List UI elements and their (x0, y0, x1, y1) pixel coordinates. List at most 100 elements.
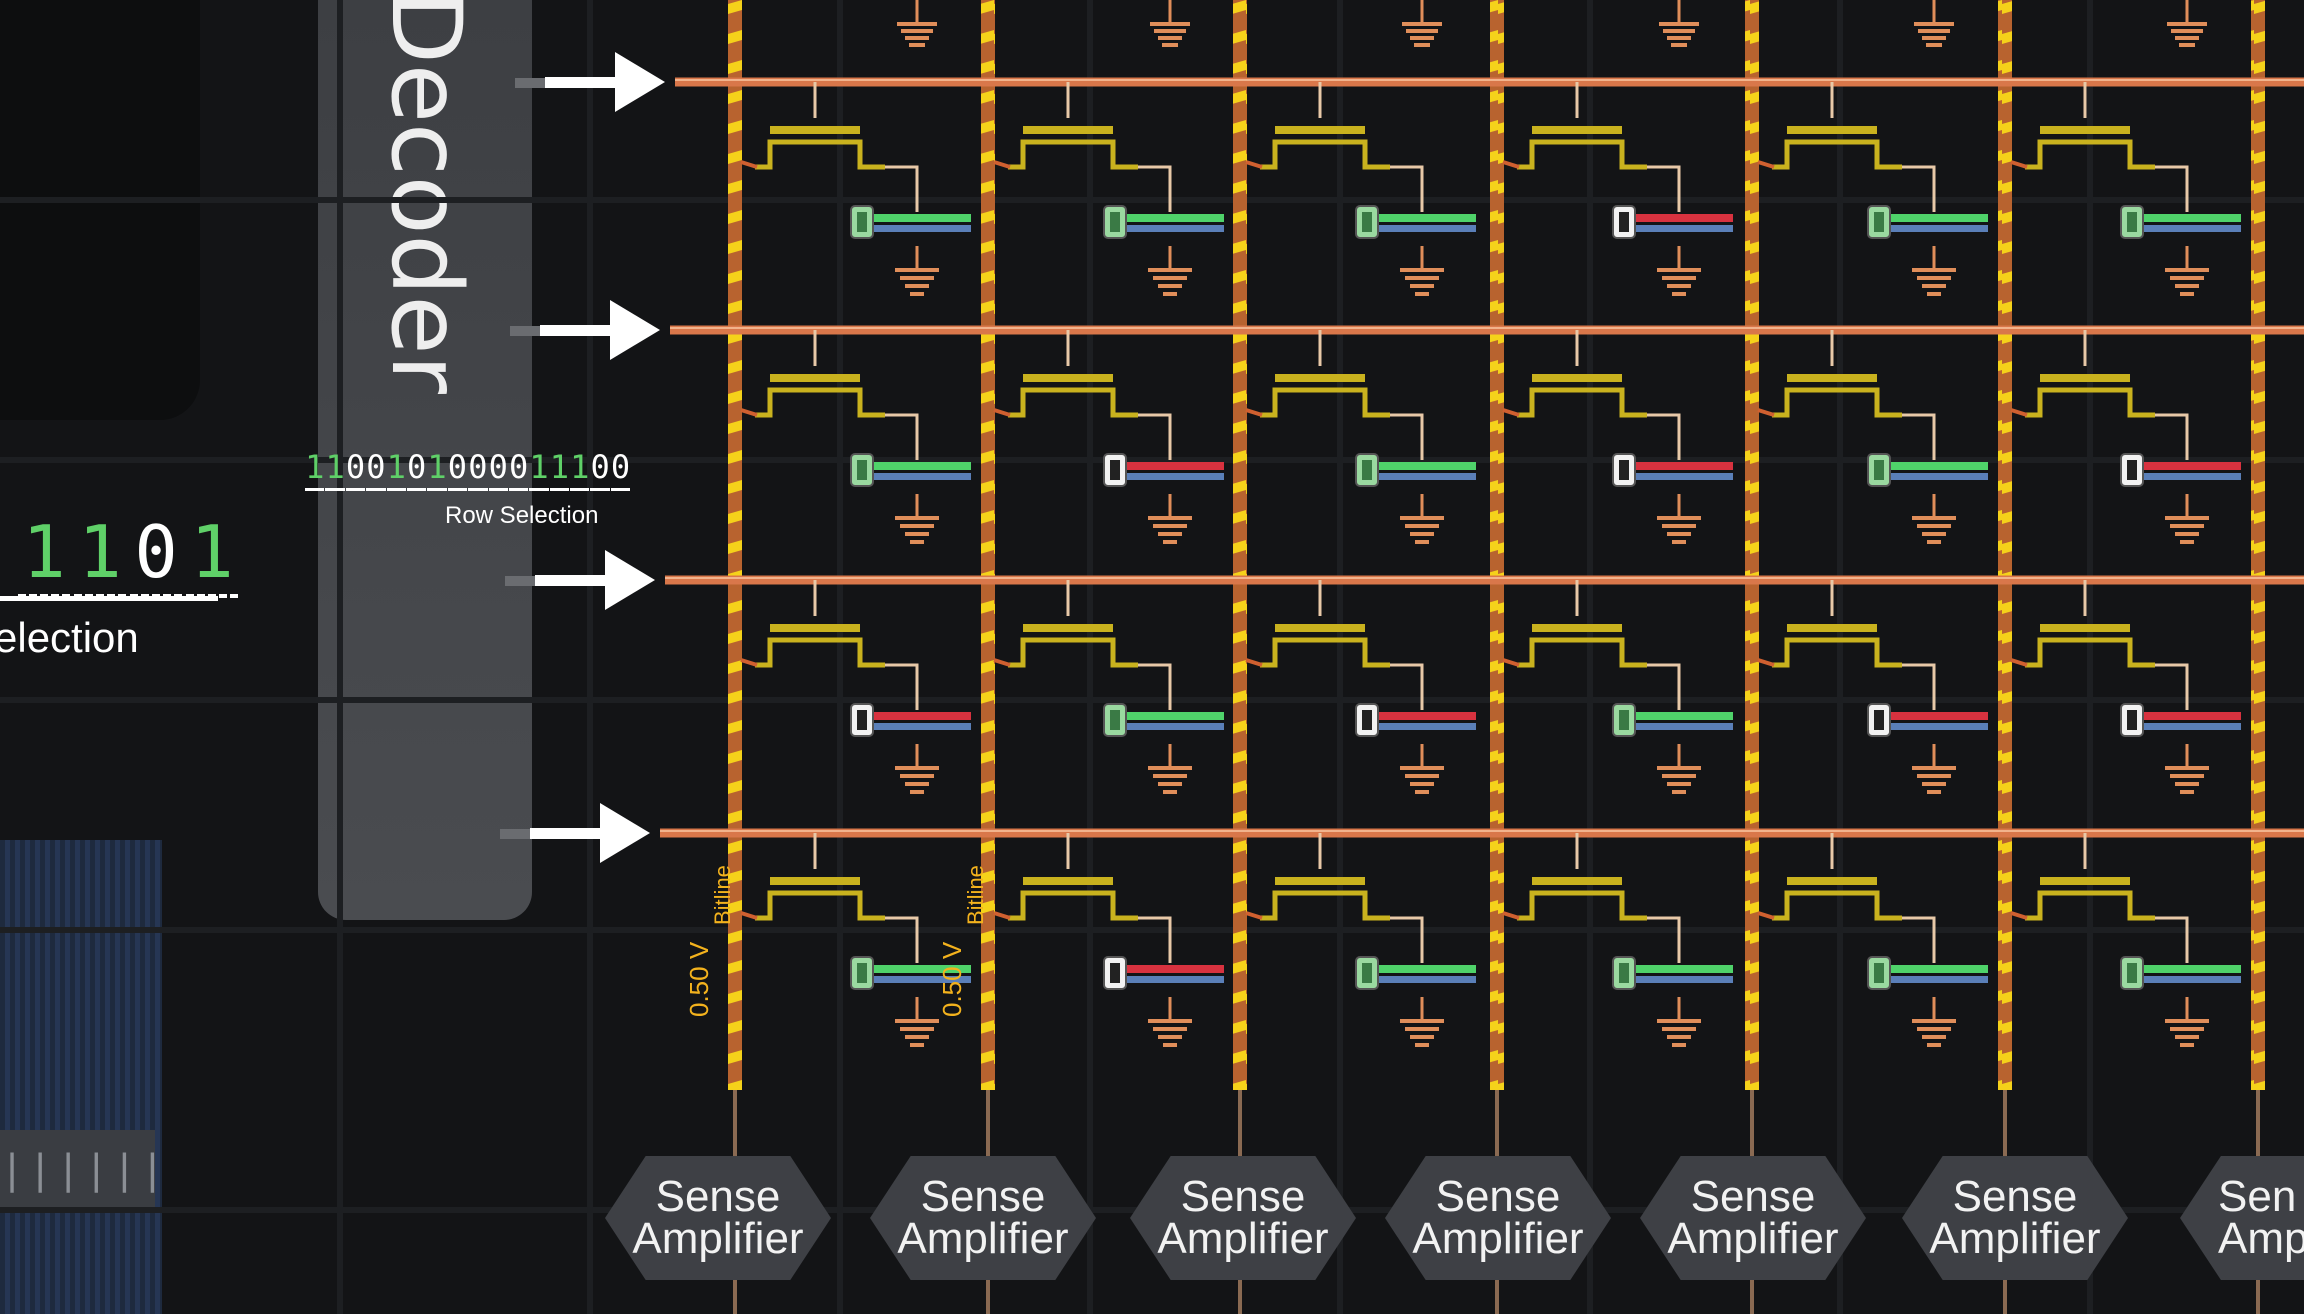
capacitor-bottom-plate (1120, 473, 1224, 480)
capacitor-wire (1138, 663, 1172, 710)
capacitor-bottom-plate (2137, 976, 2241, 983)
transistor-channel (1772, 890, 1902, 921)
capacitor-top-plate (1120, 462, 1224, 470)
bitline (1998, 0, 2012, 1090)
bitline-tap (1757, 911, 1775, 920)
capacitor-wire (1902, 165, 1936, 212)
capacitor-bottom-plate (1372, 723, 1476, 730)
row-bit: 0 (610, 448, 631, 491)
bitline-tap (2010, 408, 2028, 417)
transistor-gate (1532, 374, 1622, 382)
capacitor-top-plate (1120, 712, 1224, 720)
sense-amplifier-line2: Amplifier (632, 1214, 804, 1263)
transistor-channel (2025, 637, 2155, 668)
transistor-gate (770, 877, 860, 885)
bitline-tap (740, 911, 758, 920)
charge-indicator-core (1619, 460, 1629, 480)
bitline-tap (2010, 160, 2028, 169)
capacitor-top-plate (1629, 214, 1733, 222)
transistor-gate (1532, 877, 1622, 885)
capacitor-top-plate (1629, 965, 1733, 973)
transistor-channel (2025, 890, 2155, 921)
transistor-channel (1517, 890, 1647, 921)
capacitor-bottom-plate (1884, 225, 1988, 232)
sense-amplifier-line1: Sense (1180, 1172, 1306, 1221)
arrow-stub (505, 576, 535, 586)
capacitor-bottom-plate (1884, 976, 1988, 983)
left-panel (0, 0, 200, 420)
bitline-tap (2010, 658, 2028, 667)
bitline (728, 0, 742, 1090)
capacitor-wire (885, 165, 919, 212)
capacitor-wire (1390, 165, 1424, 212)
charge-indicator-core (1110, 212, 1120, 232)
capacitor-bottom-plate (1884, 723, 1988, 730)
transistor-channel (755, 139, 885, 170)
capacitor-bottom-plate (1120, 225, 1224, 232)
transistor-gate (1275, 624, 1365, 632)
sense-amplifier-line2: Amplifier (1157, 1214, 1329, 1263)
transistor-channel (1772, 637, 1902, 668)
transistor-channel (1008, 637, 1138, 668)
bitline-tap (1757, 160, 1775, 169)
capacitor-top-plate (867, 965, 971, 973)
wordline-arrow-icon (615, 52, 665, 112)
charge-indicator-core (1619, 710, 1629, 730)
column-bit: 0 (130, 510, 182, 598)
sense-amplifier-line1: Sense (655, 1172, 781, 1221)
capacitor-top-plate (1629, 712, 1733, 720)
capacitor-bottom-plate (1372, 225, 1476, 232)
transistor-gate (770, 126, 860, 134)
capacitor-top-plate (1372, 462, 1476, 470)
row-bit: 1 (549, 448, 570, 491)
capacitor-wire (885, 663, 919, 710)
row-bit: 1 (529, 448, 549, 491)
transistor-channel (1260, 890, 1390, 921)
wordline-arrow-icon (535, 575, 625, 586)
column-bit: 1 (186, 510, 238, 598)
charge-indicator-core (857, 710, 867, 730)
capacitor-bottom-plate (2137, 723, 2241, 730)
charge-indicator-core (1110, 963, 1120, 983)
transistor-gate (1275, 374, 1365, 382)
capacitor-wire (885, 413, 919, 460)
bitline-tap (1245, 911, 1263, 920)
charge-indicator-core (1110, 710, 1120, 730)
row-bit: 0 (488, 448, 508, 491)
charge-indicator-core (857, 212, 867, 232)
transistor-gate (2040, 624, 2130, 632)
column-selection-label: election (0, 614, 139, 661)
bitline-tap (993, 408, 1011, 417)
bitline-tap (740, 408, 758, 417)
bitline (1490, 0, 1504, 1090)
bitline-tap (1757, 408, 1775, 417)
capacitor-bottom-plate (1629, 723, 1733, 730)
capacitor-bottom-plate (1884, 473, 1988, 480)
row-bit: 1 (570, 448, 590, 491)
sense-amplifier-line1: Sense (1952, 1172, 2078, 1221)
capacitor-wire (2155, 165, 2189, 212)
charge-indicator-core (2127, 710, 2137, 730)
capacitor-wire (2155, 916, 2189, 963)
arrow-stub (500, 829, 530, 839)
column-bit: 1 (18, 510, 70, 598)
bitline-tap (1502, 408, 1520, 417)
charge-indicator-core (2127, 212, 2137, 232)
charge-indicator-core (1874, 460, 1884, 480)
capacitor-wire (1390, 916, 1424, 963)
capacitor-wire (1902, 916, 1936, 963)
bitline-tap (1245, 658, 1263, 667)
capacitor-wire (1138, 916, 1172, 963)
charge-indicator-core (1619, 963, 1629, 983)
charge-indicator-core (857, 460, 867, 480)
transistor-gate (1023, 877, 1113, 885)
transistor-channel (1260, 387, 1390, 418)
wordline-arrow-icon (530, 828, 620, 839)
transistor-gate (1787, 877, 1877, 885)
transistor-gate (1275, 877, 1365, 885)
row-bit: 1 (386, 448, 406, 491)
